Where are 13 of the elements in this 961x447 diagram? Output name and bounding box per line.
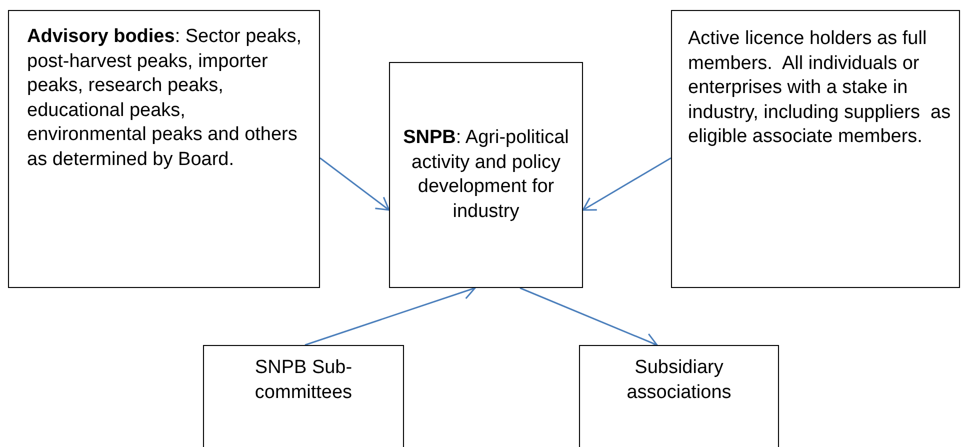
- box-text: Advisory bodies: Sector peaks, post-harvest peaks, importer peaks, research peaks, educational peaks, environmental peaks and others as determined by Board.: [27, 25, 303, 172]
- box-text: Subsidiary associations: [626, 356, 732, 404]
- arrow: [582, 157, 672, 211]
- box-text: SNPB Sub-committees: [254, 356, 354, 404]
- box-text: SNPB: Agri-political activity and policy development for industry: [402, 126, 570, 224]
- text-box: [203, 345, 404, 447]
- arrow: [320, 157, 390, 211]
- text-box: [579, 345, 779, 447]
- text-box: [671, 10, 960, 288]
- text-box: [389, 62, 583, 288]
- box-text: Active licence holders as full members. All individuals or enterprises with a stake in industry, including suppliers as eligible associate members.: [688, 27, 951, 149]
- arrow: [520, 287, 658, 348]
- text-box: [8, 10, 320, 288]
